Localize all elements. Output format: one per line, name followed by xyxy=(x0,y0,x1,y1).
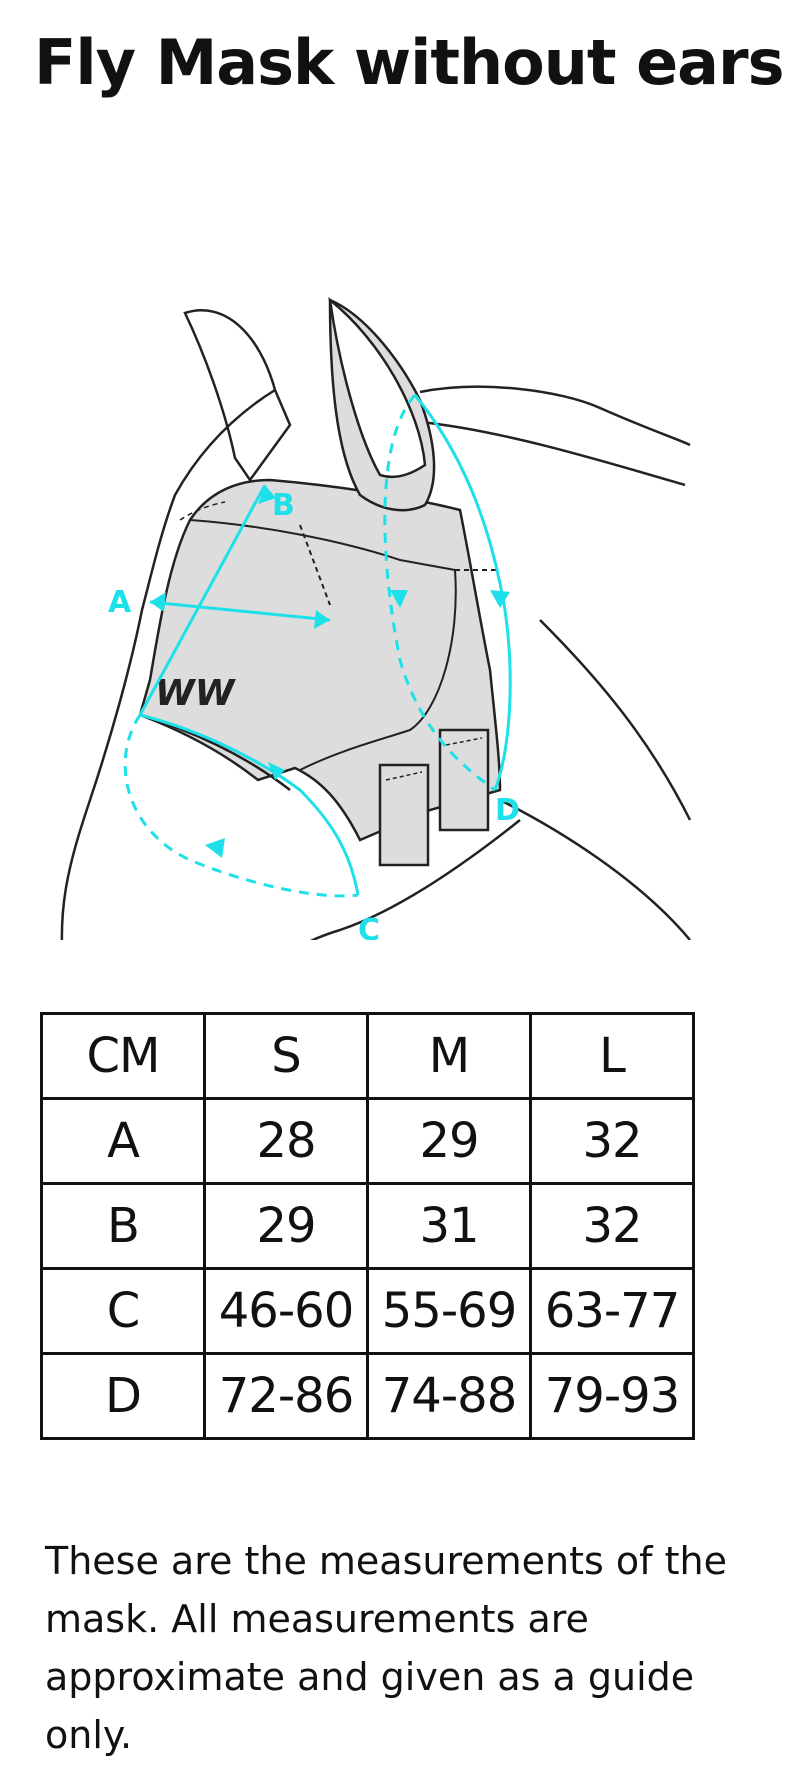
table-cell: 31 xyxy=(366,1182,532,1270)
table-cell: 55-69 xyxy=(366,1267,532,1355)
far-ear-shape xyxy=(183,309,292,483)
head-outline xyxy=(60,388,521,940)
table-header-cell: L xyxy=(529,1012,695,1100)
table-cell: 29 xyxy=(366,1097,532,1185)
table-cell: 32 xyxy=(529,1182,695,1270)
measure-a-label: A xyxy=(108,585,132,620)
table-cell: 63-77 xyxy=(529,1267,695,1355)
size-table: CM S M L A 28 29 32 B 29 31 32 C 46-60 5… xyxy=(40,1012,695,1440)
table-cell: B xyxy=(40,1182,206,1270)
table-header-cell: CM xyxy=(40,1012,206,1100)
neck-top-line xyxy=(419,385,691,447)
seam-stitch-3 xyxy=(179,501,226,521)
neck-top-line-2 xyxy=(419,420,686,487)
table-cell: 79-93 xyxy=(529,1352,695,1440)
strap-stitch-2 xyxy=(445,737,483,746)
neck-back-line xyxy=(539,619,692,821)
eye-panel-seam xyxy=(189,519,457,771)
measure-a-arrow-start xyxy=(150,592,166,612)
measure-b-arrow xyxy=(258,485,276,504)
measurement-note: These are the measurements of the mask. … xyxy=(45,1539,727,1757)
measure-b-label: B xyxy=(272,488,295,523)
near-ear-inner xyxy=(328,297,427,479)
measure-c-arrow-2 xyxy=(205,838,225,858)
measure-c-label: C xyxy=(358,913,380,940)
table-row: A 28 29 32 xyxy=(40,1097,695,1185)
table-cell: 74-88 xyxy=(366,1352,532,1440)
table-cell: D xyxy=(40,1352,206,1440)
measure-d-solid xyxy=(413,394,512,791)
table-cell: 29 xyxy=(203,1182,369,1270)
measure-a-arrow-end xyxy=(314,610,330,629)
brand-logo: WW xyxy=(155,673,237,714)
table-cell: C xyxy=(40,1267,206,1355)
table-header-row: CM S M L xyxy=(40,1012,695,1100)
table-cell: 32 xyxy=(529,1097,695,1185)
table-cell: 46-60 xyxy=(203,1267,369,1355)
table-cell: A xyxy=(40,1097,206,1185)
neck-lower-line xyxy=(499,798,691,940)
table-cell: 72-86 xyxy=(203,1352,369,1440)
page-title: Fly Mask without ears xyxy=(34,26,784,99)
strap-tab-1 xyxy=(378,763,430,867)
measure-d-arrow-2 xyxy=(490,590,510,608)
table-header-cell: S xyxy=(203,1012,369,1100)
strap-stitch-1 xyxy=(385,771,423,781)
table-cell: 28 xyxy=(203,1097,369,1185)
measure-d-arrow-1 xyxy=(390,590,408,608)
measure-b-line xyxy=(138,484,267,716)
table-row: C 46-60 55-69 63-77 xyxy=(40,1267,695,1355)
measure-d-dashed xyxy=(383,394,496,792)
measure-c-solid xyxy=(139,713,360,896)
measure-d-label: D xyxy=(495,793,520,828)
horse-head-diagram: WW A B C D xyxy=(60,297,692,940)
table-row: D 72-86 74-88 79-93 xyxy=(40,1352,695,1440)
table-row: B 29 31 32 xyxy=(40,1182,695,1270)
table-header-cell: M xyxy=(366,1012,532,1100)
measure-a-line xyxy=(149,600,331,622)
measure-c-arrow-1 xyxy=(268,762,285,780)
